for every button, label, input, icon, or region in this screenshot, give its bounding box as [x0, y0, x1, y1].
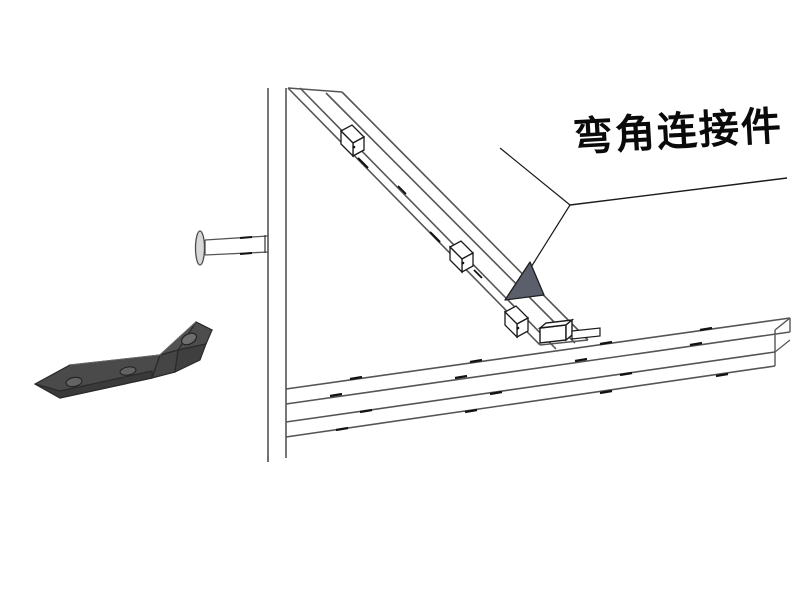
leader-arrow-branch	[527, 204, 571, 273]
loose-bent-bracket	[33, 321, 214, 399]
horizontal-rail	[285, 317, 791, 438]
vertical-post	[267, 88, 287, 462]
callout-leader	[499, 147, 788, 301]
pin-fastener	[194, 230, 269, 266]
leader-underline	[569, 177, 788, 206]
joint-connector-block	[537, 318, 601, 344]
callout-label: 弯角连接件	[571, 103, 785, 161]
leader-upper-branch	[499, 147, 571, 206]
diagonal-beam	[287, 87, 589, 350]
bracket-hole-middle	[119, 366, 137, 376]
bracket-hole-upper	[180, 332, 198, 346]
beam-clamp-upper	[339, 124, 366, 158]
bracket-hole-lower	[65, 376, 83, 388]
pin-head	[194, 230, 206, 266]
beam-clamp-lower	[503, 305, 530, 339]
beam-clamp-middle	[448, 240, 475, 274]
callout-arrowhead	[504, 261, 545, 301]
